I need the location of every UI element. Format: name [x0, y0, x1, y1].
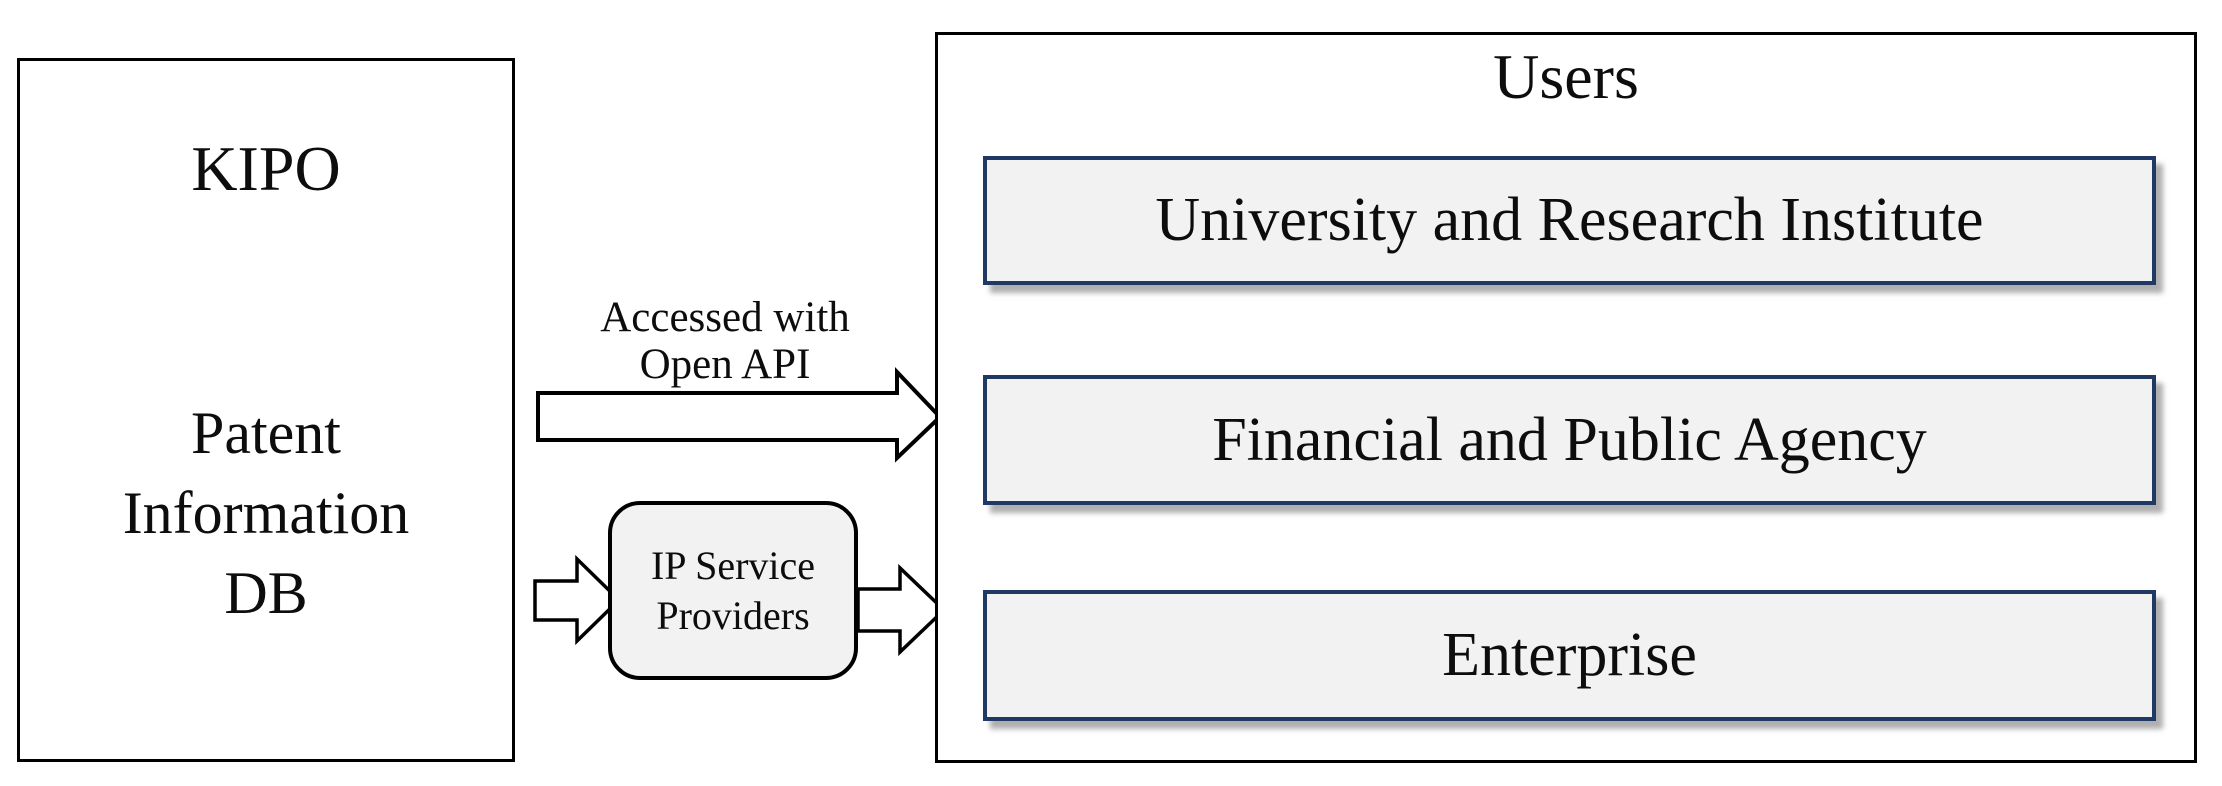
left-connector-arrow-icon	[533, 554, 622, 646]
api-arrow-label-line: Open API	[639, 341, 811, 388]
user-group-financial: Financial and Public Agency	[983, 375, 2156, 505]
kipo-title: KIPO	[191, 133, 341, 204]
ip-service-label-line: IP Service	[650, 542, 816, 588]
api-arrow-label: Accessed with Open API	[560, 294, 890, 388]
user-group-enterprise: Enterprise	[983, 590, 2156, 721]
user-group-label: University and Research Institute	[1155, 186, 1984, 254]
users-panel: Users University and Research Institute …	[935, 32, 2197, 763]
user-group-label: Enterprise	[1442, 621, 1697, 689]
ip-service-label-line: Providers	[656, 592, 810, 638]
right-connector-arrow-icon	[856, 563, 947, 657]
users-title: Users	[1493, 41, 1639, 112]
user-group-university: University and Research Institute	[983, 156, 2156, 285]
ip-service-providers-node: IP Service Providers	[608, 501, 858, 680]
db-label-line: DB	[224, 560, 308, 626]
kipo-panel: KIPO Patent Information DB	[17, 58, 515, 762]
api-arrow-label-line: Accessed with	[600, 294, 850, 341]
patent-db-label: Patent Information DB	[20, 393, 512, 633]
db-label-line: Information	[122, 480, 410, 546]
user-group-label: Financial and Public Agency	[1212, 405, 1927, 474]
db-label-line: Patent	[191, 400, 341, 466]
